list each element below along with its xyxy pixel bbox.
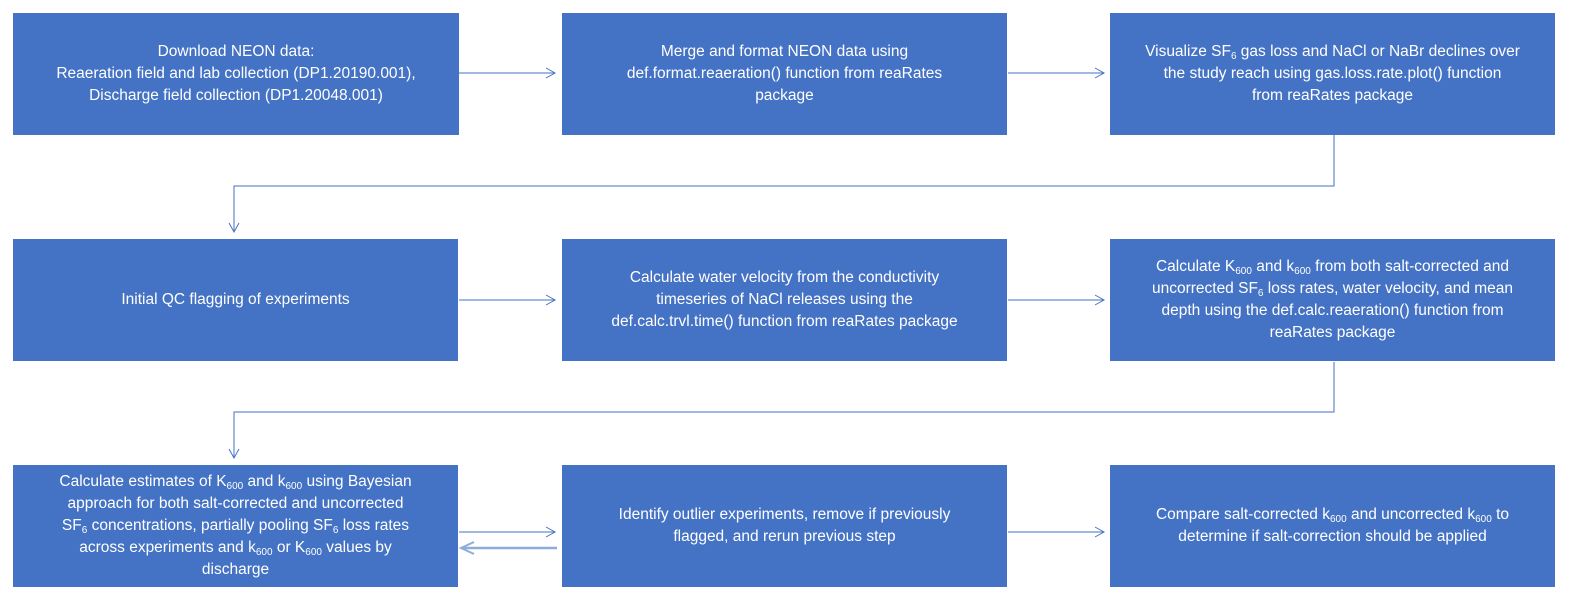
box-bayesian-estimates: Calculate estimates of K600 and k600 usi… (13, 465, 458, 587)
text-segment: def.calc.trvl.time() function from reaRa… (611, 313, 958, 330)
text-segment: loss rates (338, 517, 410, 534)
text-segment: using Bayesian (302, 473, 412, 490)
text-segment: values by (321, 539, 392, 556)
box-download-neon-data: Download NEON data: Reaeration field and … (13, 13, 459, 135)
box-merge-format-data: Merge and format NEON data using def.form… (562, 13, 1007, 135)
text-segment: timeseries of NaCl releases using the (656, 291, 913, 308)
text-segment: Reaeration field and lab collection (DP1… (56, 65, 416, 82)
text-segment: approach for both salt-corrected and unc… (67, 495, 404, 512)
text-segment: Identify outlier experiments, remove if … (618, 506, 951, 523)
box-text-line: from reaRates package (1252, 85, 1413, 107)
box-text-line: flagged, and rerun previous step (673, 526, 895, 548)
box-text-line: across experiments and k600 or K600 valu… (79, 537, 392, 559)
text-segment: flagged, and rerun previous step (673, 528, 896, 545)
arrow-6-to-7 (228, 362, 1335, 460)
text-segment: and uncorrected k (1346, 506, 1476, 523)
subscript: 600 (1475, 514, 1492, 525)
text-segment: Calculate estimates of K (59, 473, 227, 490)
text-segment: Merge and format NEON data using (660, 43, 909, 60)
text-segment: Compare salt-corrected k (1155, 506, 1330, 523)
text-segment: Download NEON data: (157, 43, 315, 60)
text-segment: the study reach using gas.loss.rate.plot… (1163, 65, 1502, 82)
box-text-line: timeseries of NaCl releases using the (656, 289, 913, 311)
subscript: 6 (1230, 51, 1237, 62)
subscript: 600 (305, 547, 322, 558)
text-segment: Visualize SF (1145, 43, 1231, 60)
box-text-line: Compare salt-corrected k600 and uncorrec… (1156, 504, 1509, 526)
subscript: 600 (226, 481, 244, 492)
box-text-line: the study reach using gas.loss.rate.plot… (1164, 63, 1502, 85)
box-text-line: discharge (202, 559, 269, 581)
text-segment: discharge (201, 561, 270, 578)
box-initial-qc-flagging: Initial QC flagging of experiments (13, 239, 458, 361)
box-calculate-water-velocity: Calculate water velocity from the conduc… (562, 239, 1007, 361)
subscript: 600 (1235, 266, 1252, 277)
text-segment: reaRates package (1269, 324, 1396, 341)
text-segment: determine if salt-correction should be a… (1178, 528, 1487, 545)
text-segment: gas loss and NaCl or NaBr declines over (1236, 43, 1520, 60)
subscript: 6 (81, 525, 88, 536)
box-text-line: SF6 concentrations, partially pooling SF… (62, 515, 409, 537)
text-segment: from reaRates package (1251, 87, 1414, 104)
arrow-3-to-4 (228, 135, 1335, 234)
subscript: 600 (285, 481, 303, 492)
text-segment: loss rates, water velocity, and mean (1263, 280, 1514, 297)
text-segment: Discharge field collection (DP1.20048.00… (89, 87, 383, 104)
text-segment: across experiments and k (79, 539, 256, 556)
text-segment: def.format.reaeration() function from re… (626, 65, 943, 82)
box-text-line: Calculate K600 and k600 from both salt-c… (1156, 256, 1509, 278)
text-segment: package (755, 87, 814, 104)
box-text-line: uncorrected SF6 loss rates, water veloci… (1152, 278, 1513, 300)
subscript: 6 (1257, 288, 1264, 299)
text-segment: from both salt-corrected and (1310, 258, 1510, 275)
box-text-line: Visualize SF6 gas loss and NaCl or NaBr … (1145, 41, 1520, 63)
text-segment: Initial QC flagging of experiments (121, 291, 350, 308)
text-segment: depth using the def.calc.reaeration() fu… (1161, 302, 1504, 319)
box-text-line: reaRates package (1270, 322, 1396, 344)
text-segment: SF (61, 517, 82, 534)
box-text-line: def.calc.trvl.time() function from reaRa… (611, 311, 957, 333)
text-segment: concentrations, partially pooling SF (87, 517, 333, 534)
subscript: 600 (1294, 266, 1311, 277)
subscript: 600 (255, 547, 273, 558)
box-text-line: Discharge field collection (DP1.20048.00… (89, 85, 383, 107)
box-text-line: Download NEON data: (158, 41, 315, 63)
box-text-line: Calculate estimates of K600 and k600 usi… (59, 471, 411, 493)
box-text-line: approach for both salt-corrected and unc… (67, 493, 403, 515)
box-visualize-gas-loss: Visualize SF6 gas loss and NaCl or NaBr … (1110, 13, 1555, 135)
text-segment: and k (1251, 258, 1295, 275)
text-segment: Calculate K (1155, 258, 1236, 275)
text-segment: Calculate water velocity from the conduc… (629, 269, 940, 286)
box-text-line: determine if salt-correction should be a… (1178, 526, 1486, 548)
box-text-line: package (755, 85, 814, 107)
box-text-line: Calculate water velocity from the conduc… (630, 267, 939, 289)
box-text-line: Reaeration field and lab collection (DP1… (56, 63, 415, 85)
box-compare-salt-correction: Compare salt-corrected k600 and uncorrec… (1110, 465, 1555, 587)
text-segment: and k (243, 473, 286, 490)
box-text-line: depth using the def.calc.reaeration() fu… (1161, 300, 1503, 322)
box-calculate-k600: Calculate K600 and k600 from both salt-c… (1110, 239, 1555, 361)
box-text-line: Identify outlier experiments, remove if … (619, 504, 951, 526)
box-text-line: def.format.reaeration() function from re… (627, 63, 942, 85)
box-text-line: Initial QC flagging of experiments (121, 289, 349, 311)
subscript: 600 (1330, 514, 1347, 525)
text-segment: or K (272, 539, 306, 556)
box-text-line: Merge and format NEON data using (661, 41, 908, 63)
subscript: 6 (332, 525, 339, 536)
text-segment: to (1491, 506, 1509, 523)
text-segment: uncorrected SF (1151, 280, 1258, 297)
box-identify-outliers: Identify outlier experiments, remove if … (562, 465, 1007, 587)
